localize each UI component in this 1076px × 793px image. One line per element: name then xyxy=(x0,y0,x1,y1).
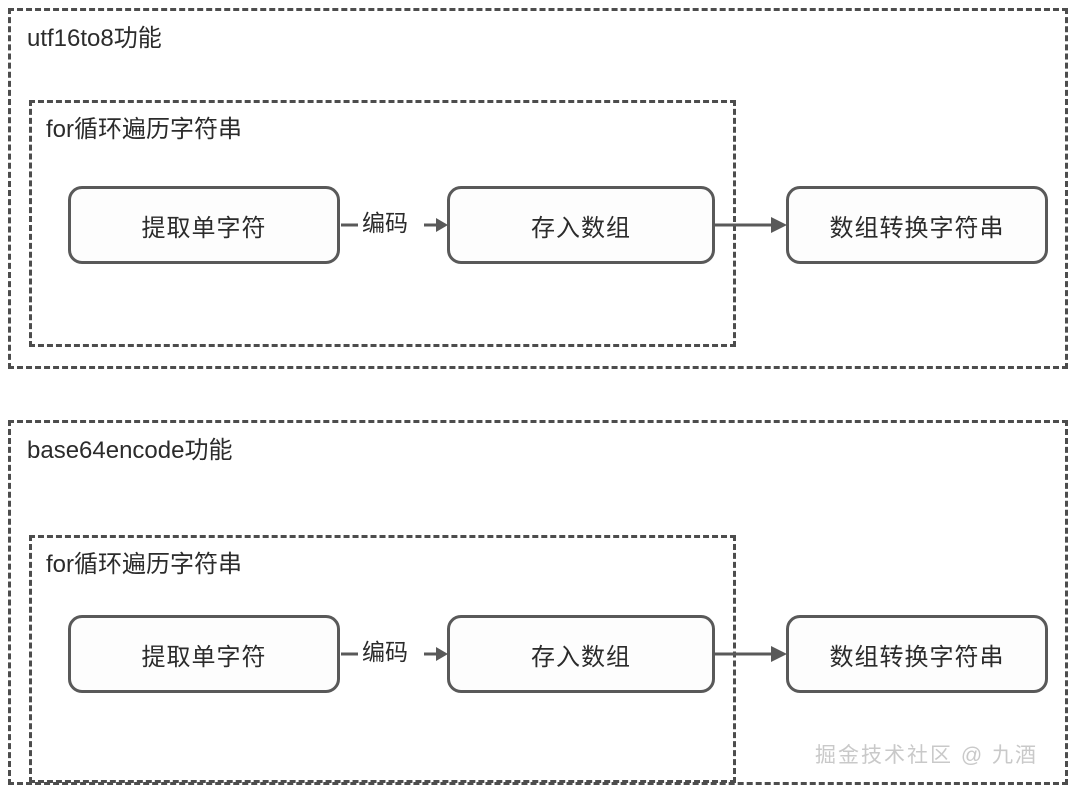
loop-utf16to8-label: for循环遍历字符串 xyxy=(46,116,243,143)
node-base64encode-extract-char: 提取单字符 xyxy=(68,615,340,693)
group-utf16to8-label: utf16to8功能 xyxy=(27,25,162,52)
loop-base64encode-label: for循环遍历字符串 xyxy=(46,551,243,578)
node-utf16to8-extract-char: 提取单字符 xyxy=(68,186,340,264)
group-base64encode: base64encode功能 for循环遍历字符串 xyxy=(8,420,1068,785)
node-base64encode-array-to-string: 数组转换字符串 xyxy=(786,615,1048,693)
edge-label-base64encode-encode: 编码 xyxy=(360,639,410,665)
group-base64encode-label: base64encode功能 xyxy=(27,437,233,464)
node-utf16to8-array-to-string: 数组转换字符串 xyxy=(786,186,1048,264)
watermark: 掘金技术社区 @ 九酒 xyxy=(815,744,1038,767)
node-utf16to8-store-array: 存入数组 xyxy=(447,186,715,264)
node-base64encode-store-array: 存入数组 xyxy=(447,615,715,693)
edge-label-utf16to8-encode: 编码 xyxy=(360,210,410,236)
loop-base64encode: for循环遍历字符串 xyxy=(29,535,736,783)
group-utf16to8: utf16to8功能 for循环遍历字符串 xyxy=(8,8,1068,369)
